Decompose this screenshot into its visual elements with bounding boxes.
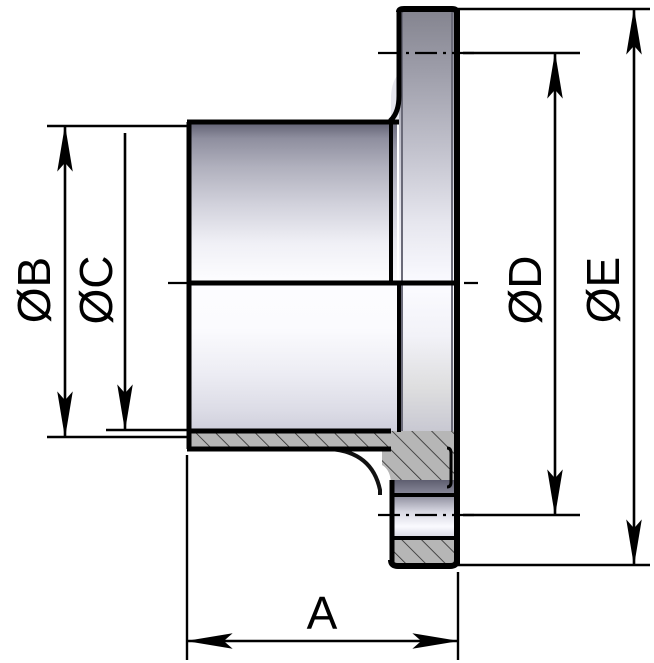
dimension-extension-lines — [47, 7, 650, 660]
arrowhead-b-bottom — [57, 391, 73, 436]
dimension-label-a: A — [307, 587, 338, 639]
section-tube-wall-hatch — [187, 431, 391, 449]
outline-seal-groove — [446, 446, 453, 489]
arrowhead-d-bottom — [547, 469, 563, 514]
dimension-label-d: ØD — [499, 256, 551, 325]
tube-upper-body — [187, 122, 391, 282]
section-flange-hub-hatch — [382, 431, 455, 495]
bore-upper-surface — [391, 122, 397, 282]
arrowhead-b-top — [57, 127, 73, 172]
dimension-lines — [57, 9, 642, 649]
outline-flange-bottom — [388, 559, 460, 569]
arrowhead-c-bottom — [117, 384, 133, 429]
flange-lip-band — [391, 480, 455, 538]
dimension-line-b — [57, 126, 73, 437]
arrowhead-d-top — [547, 54, 563, 99]
tube-lower-body — [187, 284, 391, 431]
dimension-label-e: ØE — [577, 257, 629, 323]
arrowhead-e-top — [626, 10, 642, 55]
dimension-line-d — [547, 53, 563, 515]
flange-rim-lower — [399, 284, 455, 432]
arrowhead-a-left — [188, 633, 233, 649]
dimension-line-e — [626, 9, 642, 565]
dimension-line-a — [187, 633, 458, 649]
flange-rim-upper — [399, 10, 455, 282]
dimension-line-c — [117, 133, 133, 430]
dimension-label-c: ØC — [70, 256, 122, 325]
bore-lower-surface — [391, 284, 397, 431]
arrowhead-e-bottom — [626, 519, 642, 564]
outline-flange-inner-face — [388, 12, 402, 122]
center-lines — [168, 51, 478, 517]
outline-flange-top — [396, 5, 460, 14]
part-geometry — [186, 5, 460, 569]
fillet-lower-outline — [329, 447, 382, 495]
section-flange-foot-hatch — [391, 538, 455, 566]
dimension-label-b: ØB — [8, 257, 60, 323]
arrowhead-a-right — [412, 633, 457, 649]
dimension-labels: ØB ØC ØD ØE A — [8, 256, 629, 640]
